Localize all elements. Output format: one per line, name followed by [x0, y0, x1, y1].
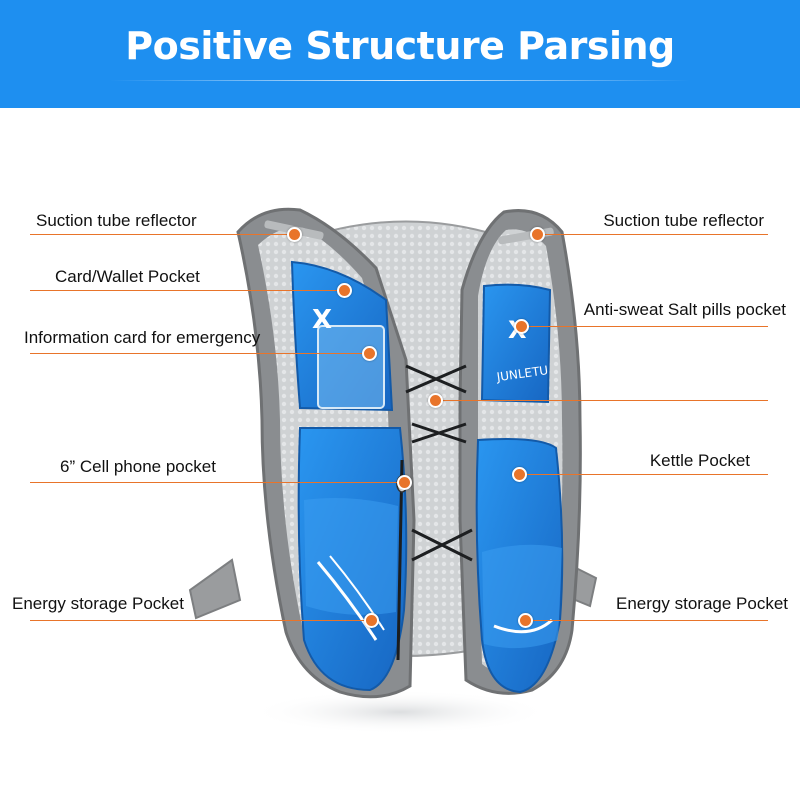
left-swoosh-2	[329, 555, 385, 631]
callout-label-cell-phone-pocket: 6” Cell phone pocket	[60, 457, 216, 476]
left-logo-x-icon: X	[312, 305, 332, 335]
callout-label-left-suction-tube-reflector: Suction tube reflector	[36, 211, 197, 230]
left-swoosh	[316, 561, 378, 641]
callout-label-left-energy-storage-pocket: Energy storage Pocket	[12, 594, 184, 613]
callout-dot-kettle-pocket	[512, 467, 527, 482]
callout-leader-left-suction-tube-reflector	[30, 234, 296, 235]
callout-dot-left-energy-storage-pocket	[364, 613, 379, 628]
callout-leader-right-suction-tube-reflector	[538, 234, 768, 235]
callout-leader-cell-phone-pocket	[30, 482, 408, 483]
vest-illustration: X X JUNLETU	[188, 207, 598, 734]
left-side-strap	[188, 558, 242, 620]
right-upper-pocket	[480, 283, 552, 404]
ground-shadow	[250, 690, 550, 734]
callout-label-kettle-pocket: Kettle Pocket	[649, 451, 750, 470]
callout-label-information-card: Information card for emergency	[24, 328, 261, 347]
callout-label-right-suction-tube-reflector: Suction tube reflector	[603, 211, 764, 230]
right-swoosh	[493, 618, 554, 634]
callout-dot-information-card	[362, 346, 377, 361]
callout-dot-salt-pills-pocket	[514, 319, 529, 334]
callout-dot-card-wallet-pocket	[337, 283, 352, 298]
callout-leader-salt-pills-pocket	[522, 326, 768, 327]
callout-leader-chest-cord	[440, 400, 768, 401]
callout-dot-chest-cord	[428, 393, 443, 408]
callout-label-right-energy-storage-pocket: Energy storage Pocket	[616, 594, 788, 613]
callout-leader-information-card	[30, 353, 372, 354]
right-mesh-overlay	[482, 544, 562, 649]
left-zipper	[396, 459, 404, 661]
callout-leader-kettle-pocket	[522, 474, 768, 475]
page-title: Positive Structure Parsing	[125, 24, 675, 68]
callout-label-salt-pills-pocket: Anti-sweat Salt pills pocket	[583, 300, 786, 319]
header-banner: Positive Structure Parsing	[0, 0, 800, 108]
callout-dot-cell-phone-pocket	[397, 475, 412, 490]
chest-cord-upper	[405, 364, 467, 394]
left-mesh-overlay	[304, 498, 398, 615]
title-underline	[110, 80, 690, 81]
callout-dot-right-energy-storage-pocket	[518, 613, 533, 628]
callout-leader-right-energy-storage-pocket	[528, 620, 768, 621]
callout-dot-right-suction-tube-reflector	[530, 227, 545, 242]
chest-cord-middle	[411, 422, 467, 444]
emergency-card-window	[317, 325, 385, 409]
callout-label-card-wallet-pocket: Card/Wallet Pocket	[55, 267, 200, 286]
callout-leader-card-wallet-pocket	[30, 290, 346, 291]
callout-leader-left-energy-storage-pocket	[30, 620, 374, 621]
chest-cord-lower	[411, 528, 473, 562]
callout-dot-left-suction-tube-reflector	[287, 227, 302, 242]
